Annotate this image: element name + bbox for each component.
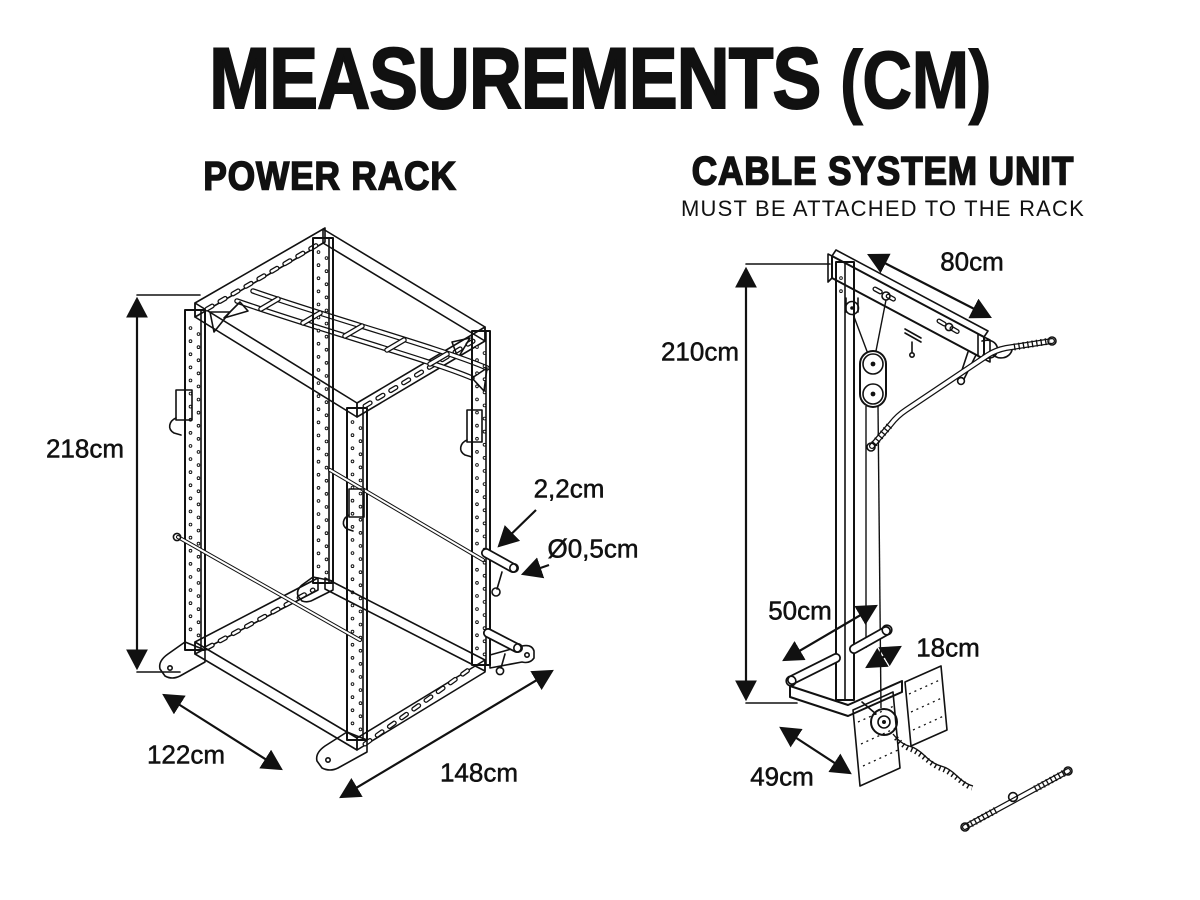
cable-horn-arrow: [865, 645, 902, 669]
power-rack-dimensions: [126, 294, 554, 799]
row-bar: [892, 733, 1073, 832]
width-arrow: [339, 669, 554, 799]
cable-system-subheading: MUST BE ATTACHED TO THE RACK: [680, 196, 1086, 221]
cable-system-heading: CABLE SYSTEM UNIT: [691, 149, 1075, 195]
power-rack-width-label: 148cm: [439, 757, 519, 788]
title-unit: (CM): [839, 35, 992, 126]
cable-horn-label: 18cm: [916, 632, 980, 663]
power-rack-pin-label: 2,2cm: [533, 473, 605, 504]
clip-leader-arrow: [520, 557, 550, 579]
pin-leader-arrow: [497, 509, 537, 548]
lat-pulldown-bar: [866, 336, 1057, 452]
power-rack-drawing: [126, 227, 554, 799]
rack-j-cups: [168, 389, 483, 532]
cable-column: [835, 261, 855, 701]
weight-horn: [785, 624, 893, 687]
power-rack-clip-label: Ø0,5cm: [547, 533, 639, 564]
rack-feet: [158, 576, 535, 771]
foot-plate-left: [852, 691, 901, 787]
rack-pullup-ladder: [223, 288, 490, 392]
power-rack-depth-label: 122cm: [146, 739, 226, 770]
power-rack-heading: POWER RACK: [203, 154, 457, 200]
rack-posts: [184, 237, 491, 741]
cable-depth-label: 50cm: [768, 595, 832, 626]
ladder-rungs: [258, 296, 450, 367]
rack-safety-pipes: [172, 468, 523, 676]
page-title: MEASUREMENTS (CM): [0, 35, 1200, 123]
page-title-text: MEASUREMENTS (CM): [90, 35, 1110, 123]
rack-safety-peg: [481, 548, 519, 597]
floating-pulley-block: [859, 350, 887, 408]
foot-plate-right: [904, 665, 948, 747]
rack-post-front-right: [471, 330, 491, 666]
cable-height-label: 210cm: [660, 336, 740, 367]
title-main: MEASUREMENTS: [208, 31, 822, 127]
bottom-pulley: [861, 701, 898, 736]
rack-post-front-left: [346, 407, 368, 741]
power-rack-height-label: 218cm: [45, 433, 125, 464]
rack-top-frame: [194, 227, 486, 418]
rack-post-back-left: [184, 309, 206, 651]
cable-top-width-arrow: [867, 253, 992, 319]
cable-base-arrow: [779, 726, 852, 775]
rack-base-frame: [194, 577, 486, 751]
cable-system-drawing: [735, 249, 1073, 832]
depth-arrow: [162, 693, 283, 771]
cable-top-width-label: 80cm: [940, 246, 1004, 277]
cable-depth-arrow: [782, 604, 878, 662]
rack-post-back-right: [312, 237, 334, 584]
cable-system-dimensions: [735, 253, 992, 775]
cable-base-label: 49cm: [750, 761, 814, 792]
